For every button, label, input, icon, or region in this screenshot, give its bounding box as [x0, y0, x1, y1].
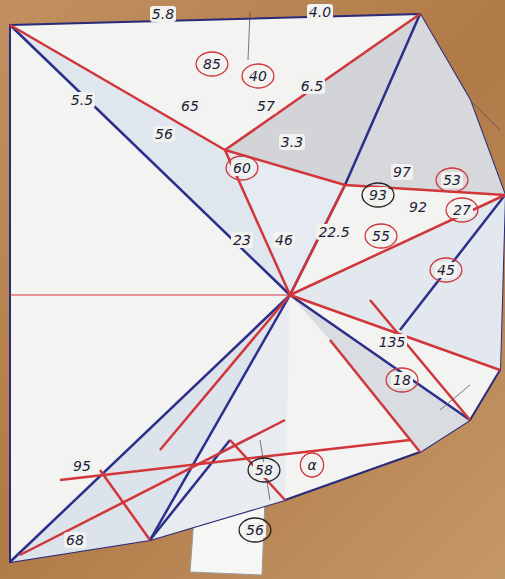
note-ring: [239, 518, 271, 542]
angle-note: 45: [435, 262, 457, 278]
note-ring: [226, 156, 258, 180]
angle-note: 3.3: [279, 134, 305, 150]
angle-note: 27: [451, 202, 473, 218]
angle-note: 57: [255, 98, 277, 114]
angle-note: 135: [377, 334, 408, 350]
angle-note: 56: [244, 522, 266, 538]
note-ring: [446, 198, 478, 222]
shaded-facet: [290, 295, 470, 452]
angle-note: 4.0: [307, 4, 333, 20]
shaded-facet: [10, 25, 290, 295]
note-ring: [362, 183, 394, 207]
angle-note: 68: [64, 532, 86, 548]
ring-layer: [196, 52, 478, 542]
angle-note: 60: [231, 160, 253, 176]
angle-note: 5.8: [150, 6, 176, 22]
angle-note: 55: [370, 228, 392, 244]
note-ring: [242, 64, 274, 88]
pencil-lines: [248, 12, 500, 500]
angle-note: 92: [407, 199, 429, 215]
note-ring: [436, 168, 468, 192]
angle-note: 18: [391, 372, 413, 388]
red-creases: [10, 14, 505, 555]
note-ring: [430, 258, 462, 282]
paper-sheet: [10, 14, 505, 562]
angle-note: 65: [179, 98, 201, 114]
angle-note: 5.5: [69, 92, 95, 108]
angle-note: 95: [71, 458, 93, 474]
note-ring: [386, 368, 418, 392]
shaded-facet: [150, 295, 290, 540]
red-crease: [10, 294, 290, 295]
shaded-facet: [345, 14, 505, 195]
angle-note: 23: [231, 232, 253, 248]
note-ring: [300, 453, 323, 477]
angle-note: 53: [441, 172, 463, 188]
note-ring: [365, 224, 397, 248]
angle-note: 6.5: [299, 78, 325, 94]
angle-note: 22.5: [316, 224, 351, 240]
note-ring: [248, 458, 280, 482]
shaded-facet: [225, 150, 345, 295]
angle-note: 58: [253, 462, 275, 478]
blue-creases: [10, 14, 505, 562]
angle-note: 93: [367, 187, 389, 203]
angle-note: 40: [247, 68, 269, 84]
angle-note: 46: [273, 232, 295, 248]
note-ring: [196, 52, 228, 76]
angle-note: α: [305, 457, 318, 473]
angle-note: 56: [153, 126, 175, 142]
angle-note: 97: [391, 164, 413, 180]
angle-note: 85: [201, 56, 223, 72]
shaded-facet: [290, 195, 505, 370]
shaded-facet: [10, 295, 290, 562]
